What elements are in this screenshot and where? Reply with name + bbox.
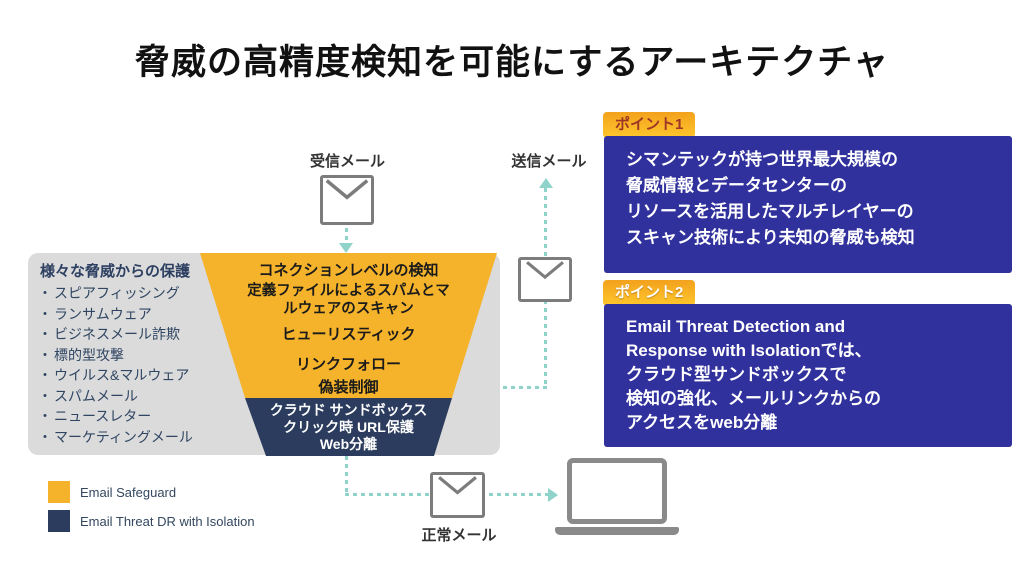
threat-item: スピアフィッシング (38, 283, 220, 304)
point1-badge: ポイント1 (603, 112, 696, 138)
legend-swatch-email-threat-dr (48, 510, 70, 532)
envelope-flap-icon (526, 261, 564, 280)
envelope-flap-icon (438, 476, 477, 495)
normal-mail-envelope-icon (430, 472, 485, 518)
point1-line: 脅威情報とデータセンターの (626, 176, 847, 195)
protection-threat-list: スピアフィッシング ランサムウェア ビジネスメール詐欺 標的型攻撃 ウイルス&マ… (38, 283, 220, 448)
point1-line: シマンテックが持つ世界最大規模の (626, 150, 898, 169)
threat-item: ランサムウェア (38, 304, 220, 325)
threat-item: ウイルス&マルウェア (38, 365, 220, 386)
point2-line: アクセスをweb分離 (626, 413, 778, 432)
funnel-navy-section (245, 398, 452, 456)
funnel-layer: コネクションレベルの検知 (258, 262, 439, 279)
arrow-down-icon (339, 243, 353, 253)
incoming-mail-label: 受信メール (309, 153, 385, 170)
point2-line: Response with Isolationでは、 (626, 341, 872, 360)
point2-line: Email Threat Detection and (626, 317, 846, 336)
envelope-flap-icon (325, 179, 369, 200)
arrow-up-icon (539, 178, 553, 188)
arrow-right-icon (548, 488, 558, 502)
funnel-layer: 定義ファイルによるスパムとマルウェアのスキャン (247, 283, 450, 317)
outgoing-mail-envelope-icon (518, 257, 572, 302)
point2-badge: ポイント2 (603, 280, 696, 306)
threat-item: ビジネスメール詐欺 (38, 324, 220, 345)
incoming-mail-connector (345, 228, 348, 246)
legend-label-email-safeguard: Email Safeguard (80, 485, 177, 500)
funnel-layer: ヒューリスティック (281, 326, 416, 343)
normal-mail-label: 正常メール (421, 527, 497, 544)
laptop-base-icon (555, 527, 679, 535)
legend-swatch-email-safeguard (48, 481, 70, 503)
funnel-yellow-section (200, 253, 497, 398)
point1-box: シマンテックが持つ世界最大規模の 脅威情報とデータセンターの リソースを活用した… (604, 136, 1012, 273)
threat-item: スパムメール (38, 386, 220, 407)
funnel-layer: クリック時 URL保護 (283, 419, 414, 435)
normal-mail-connector-vertical (345, 456, 348, 496)
point1-line: リソースを活用したマルチレイヤーの (626, 202, 914, 221)
point1-text: シマンテックが持つ世界最大規模の 脅威情報とデータセンターの リソースを活用した… (626, 147, 915, 251)
incoming-mail-envelope-icon (320, 175, 374, 225)
threat-item: マーケティングメール (38, 427, 220, 448)
point2-line: クラウド型サンドボックスで (626, 365, 847, 384)
threat-item: ニュースレター (38, 406, 220, 427)
page-title: 脅威の高精度検知を可能にするアーキテクチャ (135, 43, 889, 82)
point1-line: スキャン技術により未知の脅威も検知 (626, 228, 915, 247)
funnel-layer: リンクフォロー (295, 356, 401, 373)
point2-line: 検知の強化、メールリンクからの (626, 389, 881, 408)
legend-label-email-threat-dr: Email Threat DR with Isolation (80, 514, 255, 529)
outgoing-mail-connector-horizontal (455, 386, 547, 389)
laptop-icon (567, 458, 667, 524)
outgoing-mail-label: 送信メール (511, 153, 587, 170)
threat-item: 標的型攻撃 (38, 345, 220, 366)
point2-box: Email Threat Detection and Response with… (604, 304, 1012, 447)
detection-funnel: コネクションレベルの検知 定義ファイルによるスパムとマルウェアのスキャン ヒュー… (200, 253, 497, 456)
protection-panel-title: 様々な脅威からの保護 (40, 263, 191, 280)
funnel-layer: Web分離 (319, 436, 378, 452)
funnel-layer: クラウド サンドボックス (269, 402, 428, 418)
point2-text: Email Threat Detection and Response with… (626, 315, 881, 435)
funnel-layer: 偽装制御 (318, 379, 379, 396)
